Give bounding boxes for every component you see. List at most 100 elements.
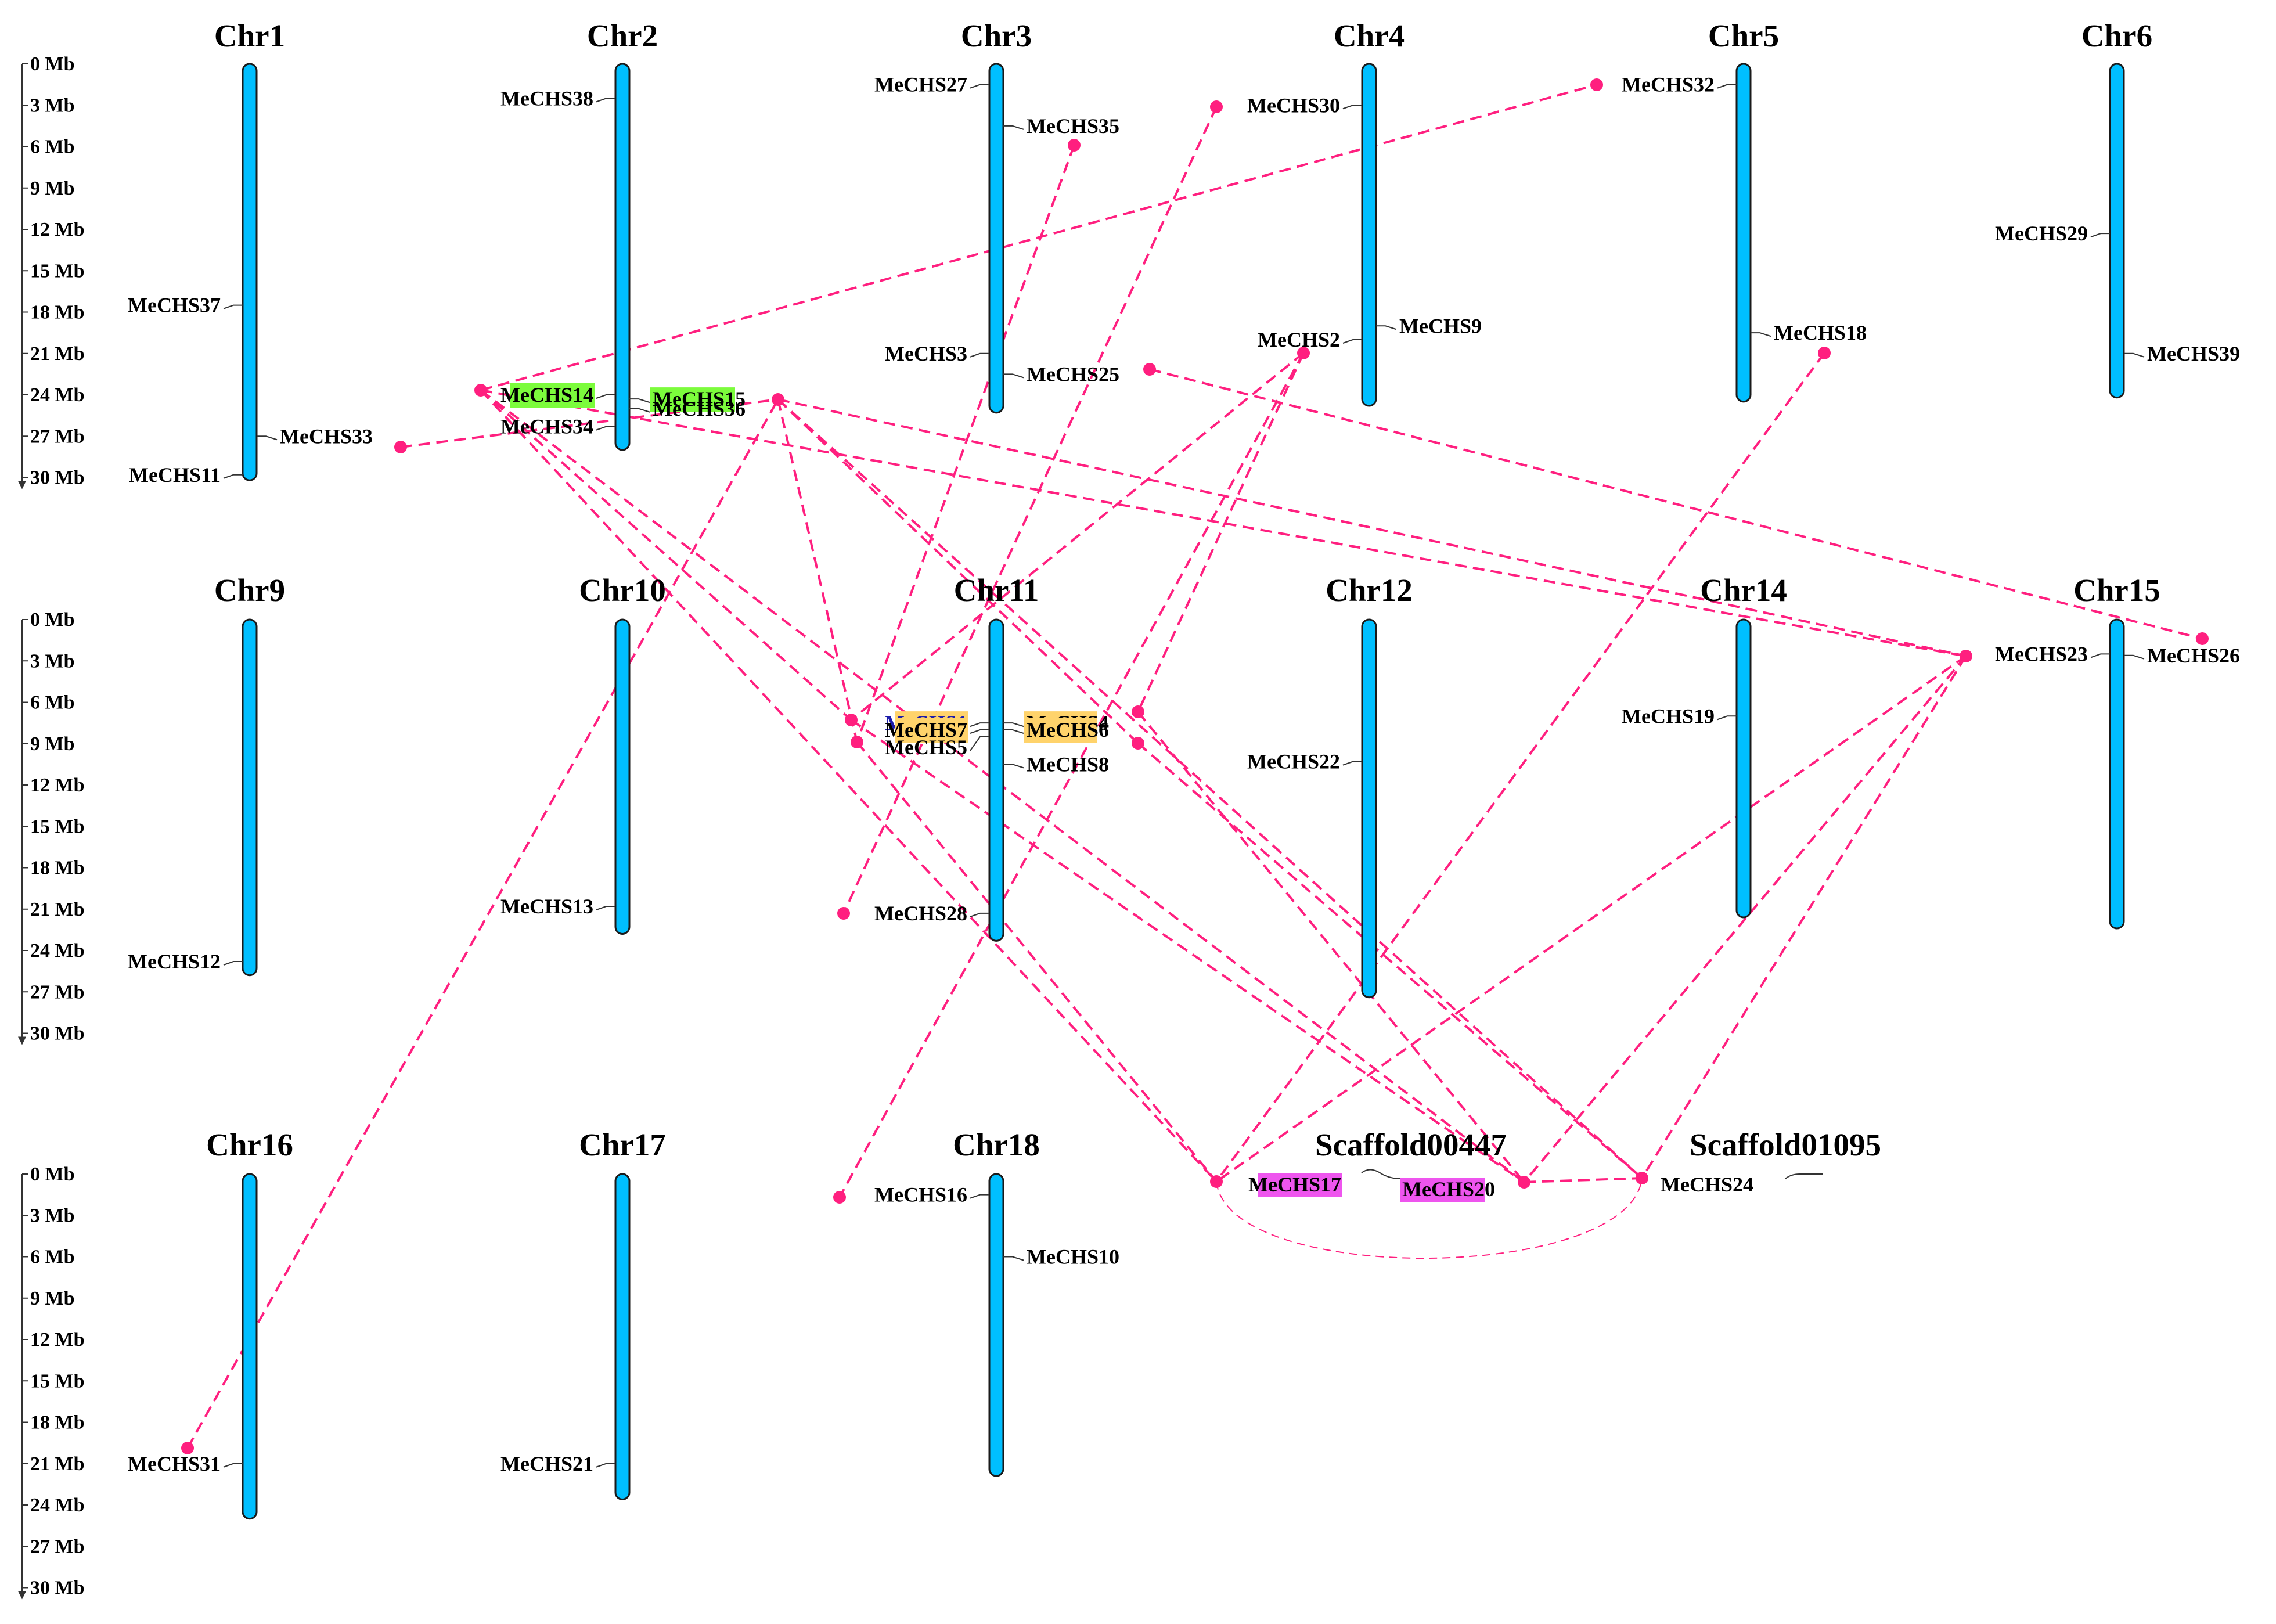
link-endpoints <box>181 78 2209 1454</box>
gene-label: MeCHS33 <box>257 424 373 448</box>
gene-highlight <box>1400 1178 1485 1202</box>
gene-leader <box>970 1194 989 1199</box>
chromosome-title: Chr11 <box>954 572 1039 608</box>
gene-name: MeCHS25 <box>1027 362 1119 386</box>
gene-leader <box>1003 722 1024 728</box>
gene-name: MeCHS31 <box>128 1452 221 1475</box>
ruler-label: 9 Mb <box>30 733 75 755</box>
gene-leader <box>970 84 989 89</box>
gene-name: MeCHS26 <box>2147 644 2240 667</box>
ruler-label: 12 Mb <box>30 1329 85 1351</box>
gene-leader <box>1342 105 1362 110</box>
gene-highlight <box>1024 718 1097 743</box>
scaffold-mark <box>1381 1173 1401 1179</box>
link-endpoint-dot <box>837 907 850 920</box>
gene-name: MeCHS8 <box>1027 752 1109 776</box>
gene-leader <box>2090 233 2110 238</box>
gene-name: MeCHS6 <box>1027 718 1109 741</box>
collinearity-link <box>777 398 1643 1179</box>
gene-name: MeCHS7 <box>885 718 967 741</box>
gene-label: MeCHS38 <box>500 87 615 110</box>
gene-label: MeCHS17 <box>1248 1169 1382 1197</box>
ruler-label: 21 Mb <box>30 899 85 920</box>
ruler-label: 3 Mb <box>30 1205 75 1226</box>
gene-leader <box>970 352 989 358</box>
gene-name: MeCHS28 <box>874 902 967 925</box>
gene-label: MeCHS29 <box>1995 222 2110 245</box>
chromosome-title: Chr16 <box>206 1127 293 1162</box>
link-endpoint-dot <box>394 441 407 453</box>
ruler-label: 6 Mb <box>30 136 75 158</box>
gene-label: MeCHS30 <box>1247 93 1362 117</box>
gene-label: MeCHS35 <box>1003 114 1119 138</box>
gene-leader <box>596 98 615 103</box>
gene-name: MeCHS29 <box>1995 222 2088 245</box>
gene-name: MeCHS14 <box>500 383 593 406</box>
chromosome-bar <box>988 618 1004 942</box>
gene-label: MeCHS36 <box>629 397 746 420</box>
link-endpoint-dot <box>845 714 858 726</box>
ruler-label: 12 Mb <box>30 219 85 240</box>
gene-leader <box>596 906 615 910</box>
chromosome-bar <box>242 1173 258 1520</box>
gene-label: MeCHS22 <box>1247 750 1362 773</box>
scaffold-title: Scaffold00447 <box>1315 1127 1507 1162</box>
gene-label: MeCHS7 <box>885 718 989 743</box>
link-endpoint-dot <box>2196 632 2209 645</box>
gene-leader <box>1342 339 1362 344</box>
chromosome-bar <box>2109 618 2125 930</box>
gene-leader <box>223 961 243 966</box>
chromosome-title: Chr3 <box>961 18 1032 53</box>
collinearity-link <box>777 398 1139 744</box>
gene-label: MeCHS9 <box>1376 314 1482 337</box>
ruler-label: 3 Mb <box>30 95 75 116</box>
ruler-label: 18 Mb <box>30 858 85 879</box>
link-endpoint-dot <box>851 736 863 748</box>
gene-name: MeCHS30 <box>1247 93 1340 117</box>
scaffold-title: Scaffold01095 <box>1690 1127 1881 1162</box>
collinearity-link <box>1137 742 1643 1179</box>
gene-name: MeCHS32 <box>1622 73 1715 96</box>
gene-leader <box>1003 373 1024 379</box>
gene-leader <box>1717 84 1737 89</box>
gene-leader <box>2124 352 2145 358</box>
gene-leader <box>223 474 243 479</box>
collinearity-link <box>1216 1178 1643 1259</box>
gene-label: MeCHS31 <box>128 1452 243 1475</box>
gene-name: MeCHS20 <box>1402 1178 1495 1201</box>
collinearity-link <box>1215 352 1825 1183</box>
ruler-label: 9 Mb <box>30 1288 75 1309</box>
gene-label: MeCHS8 <box>1003 752 1109 776</box>
collinearity-link <box>1524 1177 1643 1183</box>
gene-leader <box>970 729 989 734</box>
gene-leader <box>596 426 615 431</box>
scaffold-mark <box>1361 1169 1382 1175</box>
gene-name: MeCHS24 <box>1661 1173 1753 1196</box>
collinearity-link <box>850 719 1525 1183</box>
gene-name: MeCHS2 <box>1258 328 1340 351</box>
collinearity-link <box>777 398 1967 657</box>
collinearity-link <box>480 389 1218 1183</box>
gene-label: MeCHS21 <box>500 1452 615 1475</box>
link-endpoint-dot <box>1143 363 1156 376</box>
gene-leader <box>1751 332 1771 337</box>
gene-name: MeCHS36 <box>653 397 746 420</box>
collinearity-link <box>1641 655 1967 1179</box>
gene-name: MeCHS16 <box>874 1183 967 1207</box>
chromosome-title: Chr10 <box>579 572 666 608</box>
arrow-down-icon <box>18 1036 26 1045</box>
ruler-label: 21 Mb <box>30 1453 85 1475</box>
gene-leader <box>1342 761 1362 766</box>
gene-name: MeCHS38 <box>500 87 593 110</box>
chromosome-bar <box>1735 618 1752 919</box>
ruler-label: 24 Mb <box>30 1495 85 1516</box>
collinearity-link <box>480 389 852 721</box>
chromosome-title: Chr18 <box>953 1127 1040 1162</box>
collinearity-link <box>1215 655 1967 1183</box>
ruler-label: 6 Mb <box>30 1247 75 1268</box>
arrow-down-icon <box>18 1591 26 1600</box>
ruler-label: 24 Mb <box>30 384 85 406</box>
link-endpoint-dot <box>1210 1175 1223 1188</box>
ruler-label: 12 Mb <box>30 775 85 796</box>
